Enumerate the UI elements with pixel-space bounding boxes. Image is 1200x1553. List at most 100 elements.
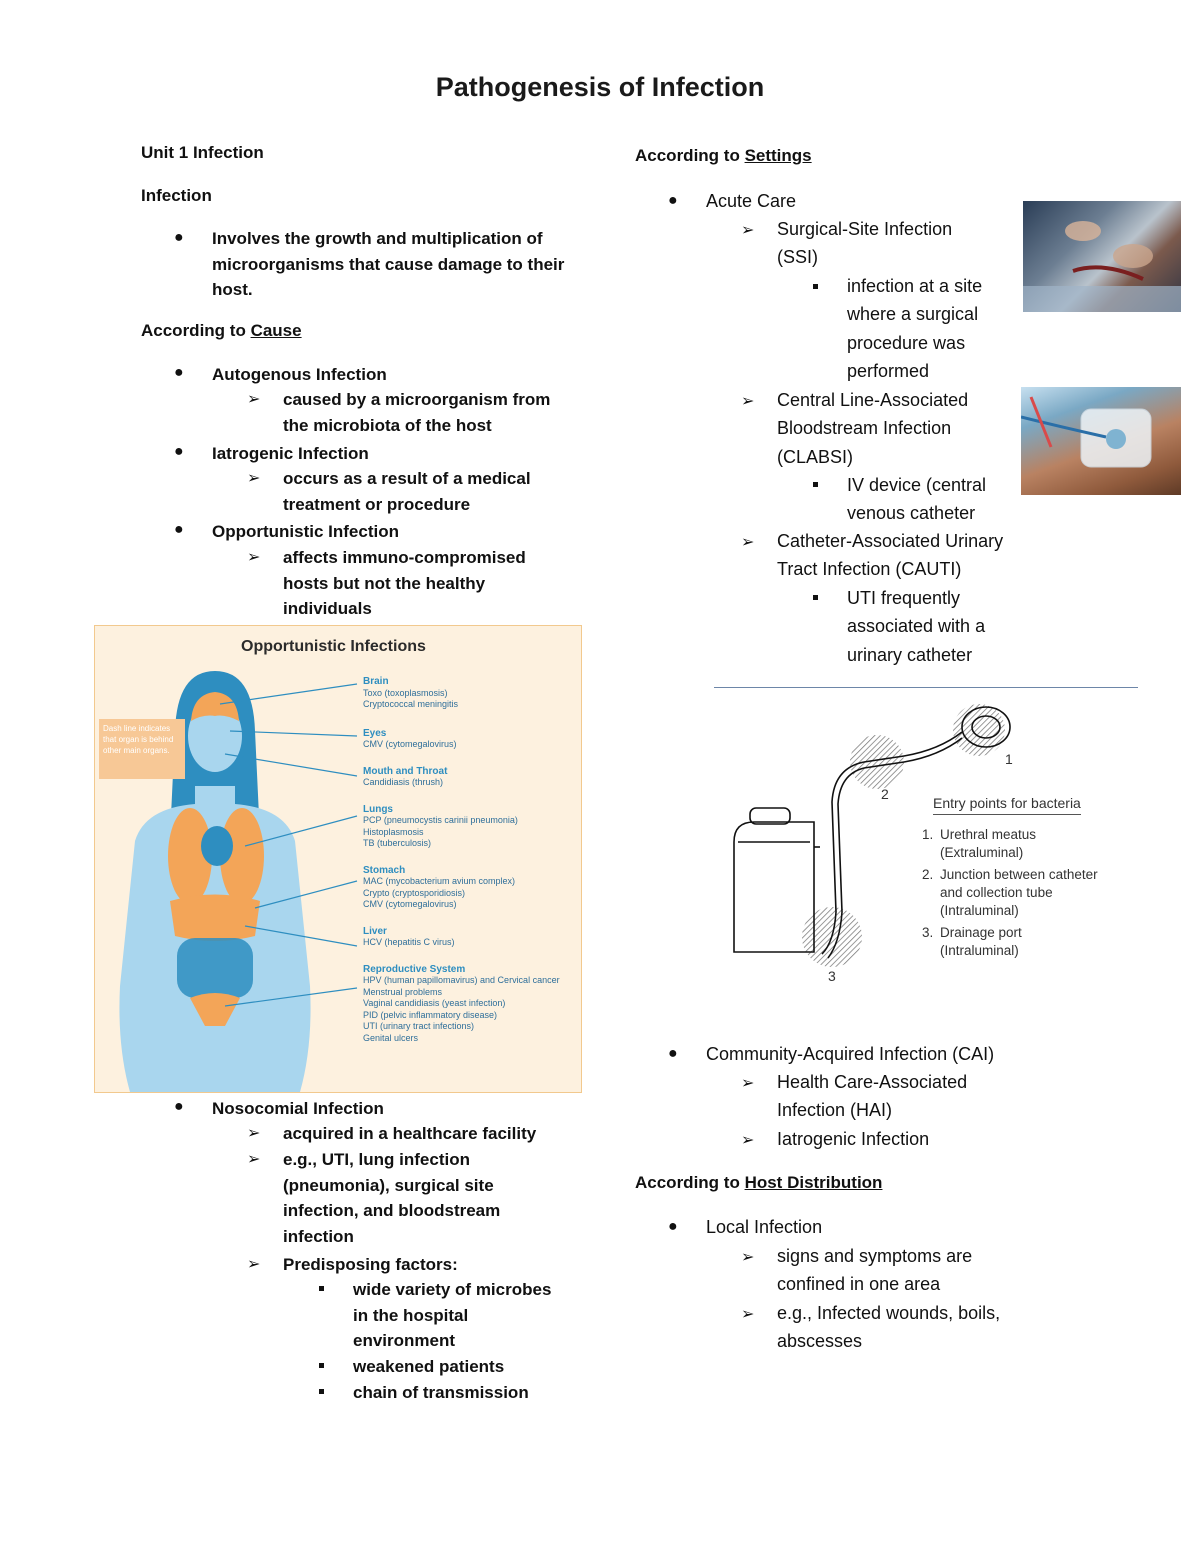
- organ-name: Mouth and Throat: [363, 765, 448, 777]
- local-desc: signs and symptoms are confined in one a…: [777, 1242, 972, 1299]
- arrow-bullet-icon: ➢: [247, 1151, 261, 1168]
- organ-name: Lungs: [363, 803, 393, 815]
- organ-item: Toxo (toxoplasmosis): [363, 687, 448, 698]
- desc-line: venous catheter: [847, 503, 976, 524]
- autogenous-desc: caused by a microorganism from the micro…: [283, 387, 550, 438]
- heading-prefix: According to: [635, 146, 745, 165]
- point-label-3: 3: [828, 968, 836, 984]
- desc-line: individuals: [283, 599, 372, 618]
- desc-line: caused by a microorganism from: [283, 390, 551, 409]
- infection-definition: Involves the growth and multiplication o…: [212, 226, 564, 303]
- organ-item: Candidiasis (thrush): [363, 777, 444, 787]
- clabsi-label: Central Line-Associated Bloodstream Infe…: [777, 386, 968, 471]
- nosocomial-example: e.g., UTI, lung infection (pneumonia), s…: [283, 1147, 500, 1249]
- organ-item: MAC (mycobacterium avium complex): [363, 876, 516, 886]
- organ-name: Liver: [363, 925, 387, 937]
- desc-line: infection at a site: [847, 276, 983, 296]
- entry-line: Junction between catheter: [940, 867, 1098, 882]
- ssi-label: Surgical-Site Infection (SSI): [777, 215, 952, 272]
- desc-line: hosts but not the healthy: [283, 573, 486, 593]
- factor-item: chain of transmission: [353, 1383, 529, 1402]
- arrow-bullet-icon: ➢: [247, 470, 261, 487]
- label-line: Catheter-Associated Urinary: [777, 531, 1004, 551]
- label-line: Surgical-Site Infection: [777, 219, 953, 239]
- entry-points-heading: Entry points for bacteria: [933, 795, 1081, 815]
- desc-line: confined in one area: [777, 1274, 941, 1295]
- desc-line: UTI frequently: [847, 588, 961, 608]
- bullet-icon: ●: [174, 443, 184, 460]
- bullet-icon: ●: [174, 1098, 184, 1115]
- label-line: Bloodstream Infection: [777, 418, 952, 439]
- example-line: infection, and bloodstream: [283, 1201, 501, 1220]
- label-line: Infection (HAI): [777, 1100, 893, 1121]
- arrow-bullet-icon: ➢: [247, 549, 261, 566]
- cai-label: Community-Acquired Infection (CAI): [706, 1044, 995, 1064]
- arrow-bullet-icon: ➢: [741, 222, 755, 239]
- heading-keyword: Settings: [744, 146, 812, 165]
- entry-line: and collection tube: [940, 885, 1053, 900]
- predisposing-label: Predisposing factors:: [283, 1255, 458, 1274]
- opportunistic-label: Opportunistic Infection: [212, 522, 399, 541]
- note-line: that organ is behind: [103, 735, 174, 744]
- organ-item: UTI (urinary tract infections): [363, 1021, 475, 1031]
- label-line: Health Care-Associated: [777, 1072, 968, 1092]
- figure-note: Dash line indicates that organ is behind…: [99, 719, 185, 779]
- definition-line: Involves the growth and multiplication o…: [212, 229, 543, 248]
- factor-line: wide variety of microbes: [353, 1280, 552, 1299]
- bullet-icon: ●: [174, 229, 184, 246]
- organ-item: Vaginal candidiasis (yeast infection): [363, 998, 506, 1008]
- bullet-icon: ●: [174, 364, 184, 381]
- surgery-illustration: [1023, 221, 1181, 312]
- square-bullet-icon: [813, 595, 818, 600]
- local-example: e.g., Infected wounds, boils, abscesses: [777, 1299, 1000, 1356]
- label-line: Central Line-Associated: [777, 390, 969, 410]
- organ-item: Menstrual problems: [363, 986, 443, 997]
- desc-line: the microbiota of the host: [283, 415, 492, 435]
- entry-point: 1. Urethral meatus(Extraluminal): [922, 826, 1098, 862]
- arrow-bullet-icon: ➢: [247, 1125, 261, 1142]
- entry-line: (Intraluminal): [940, 903, 1019, 918]
- acute-care-label: Acute Care: [706, 191, 797, 211]
- arrow-bullet-icon: ➢: [741, 1132, 755, 1149]
- square-bullet-icon: [319, 1389, 324, 1394]
- square-bullet-icon: [813, 482, 818, 487]
- local-infection-label: Local Infection: [706, 1217, 823, 1237]
- arrow-bullet-icon: ➢: [247, 1256, 261, 1273]
- entry-point: 3. Drainage port(Intraluminal): [922, 924, 1098, 960]
- organ-name: Reproductive System: [363, 963, 466, 975]
- clabsi-desc: IV device (central venous catheter: [847, 471, 986, 528]
- autogenous-label: Autogenous Infection: [212, 365, 387, 384]
- unit-heading: Unit 1 Infection: [141, 143, 264, 162]
- organ-item: TB (tuberculosis): [363, 838, 432, 848]
- desc-line: signs and symptoms are: [777, 1246, 973, 1266]
- organ-item: HCV (hepatitis C virus): [363, 937, 455, 947]
- entry-line: Drainage port: [940, 925, 1022, 940]
- entry-line: (Extraluminal): [940, 845, 1024, 860]
- body-illustration: [119, 671, 358, 1092]
- nosocomial-item: acquired in a healthcare facility: [283, 1124, 537, 1143]
- entry-line: Urethral meatus: [940, 827, 1037, 842]
- factor-line: environment: [353, 1331, 456, 1350]
- cauti-label: Catheter-Associated Urinary Tract Infect…: [777, 527, 1003, 584]
- organ-item: PID (pelvic inflammatory disease): [363, 1009, 498, 1020]
- organ-item: Crypto (cryptosporidiosis): [363, 887, 466, 898]
- organ-item: CMV (cytomegalovirus): [363, 899, 457, 909]
- organ-item: Histoplasmosis: [363, 826, 424, 837]
- point-label-2: 2: [881, 786, 889, 802]
- factor-item: weakened patients: [353, 1357, 505, 1376]
- heading-keyword: Cause: [250, 321, 302, 340]
- factor-item: wide variety of microbes in the hospital…: [353, 1277, 551, 1354]
- desc-line: performed: [847, 360, 930, 381]
- note-line: other main organs.: [103, 746, 170, 755]
- catheter-figure: 1 2 3 Entry points for bacteria 1. Ureth…: [714, 692, 1138, 992]
- iatrogenic-label: Iatrogenic Infection: [212, 444, 369, 463]
- organ-name: Brain: [363, 676, 389, 687]
- cause-heading: According to Cause: [141, 321, 302, 341]
- settings-heading: According to Settings: [635, 146, 812, 166]
- central-line-photo: [1020, 387, 1181, 495]
- desc-line: treatment or procedure: [283, 494, 471, 514]
- catheter-diagram: [733, 704, 1011, 967]
- desc-line: associated with a: [847, 616, 986, 637]
- arrow-bullet-icon: ➢: [741, 1075, 755, 1092]
- organ-name: Eyes: [363, 727, 387, 739]
